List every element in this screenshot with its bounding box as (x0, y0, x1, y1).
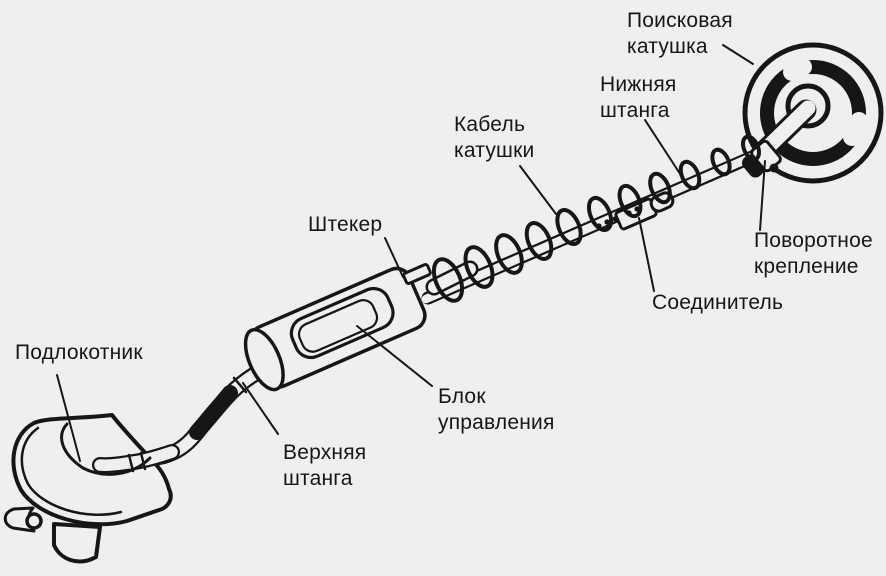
armrest-buckle (25, 512, 43, 530)
label-armrest: Подлокотник (15, 340, 143, 366)
leader-line-upper-rod (242, 382, 279, 435)
cable-loop (648, 171, 672, 205)
leader-line-search-coil (722, 44, 754, 65)
armrest-cuff (11, 413, 173, 527)
rod-collar-drawing (425, 260, 479, 296)
label-search-coil: Поисковая катушка (627, 8, 733, 60)
connector-dot (612, 216, 618, 222)
label-line: управления (438, 411, 555, 434)
cable-loop (494, 233, 524, 275)
label-line: Подлокотник (15, 341, 143, 364)
label-line: Соединитель (652, 291, 784, 314)
armrest-drawing (3, 413, 180, 564)
handle-grip (189, 385, 238, 440)
coil-stub-body (758, 100, 816, 157)
coil-inner-ring (785, 83, 831, 129)
control-panel (289, 286, 395, 360)
cable-loop (617, 183, 643, 219)
label-connector: Соединитель (652, 290, 783, 316)
label-plug: Штекер (308, 212, 382, 238)
label-line: катушка (627, 35, 708, 58)
coil-ring-slot-right (843, 112, 868, 146)
cable-loop (463, 245, 495, 289)
label-line: штанга (600, 99, 670, 122)
leader-line-lower-rod (644, 119, 687, 184)
label-line: Поворотное (754, 229, 873, 252)
label-coil-cable: Кабель катушки (454, 112, 534, 164)
cable-loop (431, 257, 465, 303)
cable-loop (710, 147, 732, 177)
control-unit-end-cap (243, 327, 285, 392)
label-line: Поисковая (627, 9, 733, 32)
label-swivel-mount: Поворотное крепление (754, 228, 873, 280)
coil-ring-slot-top (783, 58, 812, 81)
leader-line-swivel-mount (759, 160, 766, 231)
armrest-inner-wall-line (20, 426, 123, 516)
label-lower-rod: Нижняя штанга (600, 72, 676, 124)
leader-line-coil-cable (519, 165, 557, 215)
label-line: крепление (754, 255, 859, 278)
swivel-mount-bolt (769, 163, 779, 173)
rod-collar-body (428, 263, 476, 293)
cable-loop (586, 195, 614, 233)
label-upper-rod: Верхняя штанга (283, 440, 366, 492)
rod-segment-tick (139, 451, 147, 471)
coil-outer-ring (742, 42, 884, 184)
leader-line-connector (638, 217, 655, 292)
leader-line-control-unit (356, 325, 433, 387)
label-line: катушки (454, 139, 535, 162)
label-line: Нижняя (600, 73, 677, 96)
cable-loop (524, 221, 554, 261)
leader-line-armrest (56, 374, 81, 462)
leader-line-plug (384, 237, 404, 278)
cable-loop (740, 134, 762, 162)
control-panel-inset (297, 299, 379, 353)
label-line: Верхняя (283, 441, 367, 464)
label-control-unit: Блок управления (438, 384, 555, 436)
control-unit-drawing (243, 266, 427, 392)
label-line: Блок (438, 385, 486, 408)
label-line: Штекер (308, 213, 383, 236)
search-coil-drawing (742, 42, 884, 184)
rod-in-armrest-body (94, 446, 178, 471)
armrest-flap (52, 522, 102, 564)
plug-drawing (402, 263, 432, 285)
leader-lines (56, 44, 766, 462)
armrest-front-rim (60, 422, 152, 476)
rod-segment-tick (232, 376, 248, 394)
label-line: штанга (283, 467, 353, 490)
label-line: Кабель (454, 113, 526, 136)
connector-dot (604, 219, 610, 225)
